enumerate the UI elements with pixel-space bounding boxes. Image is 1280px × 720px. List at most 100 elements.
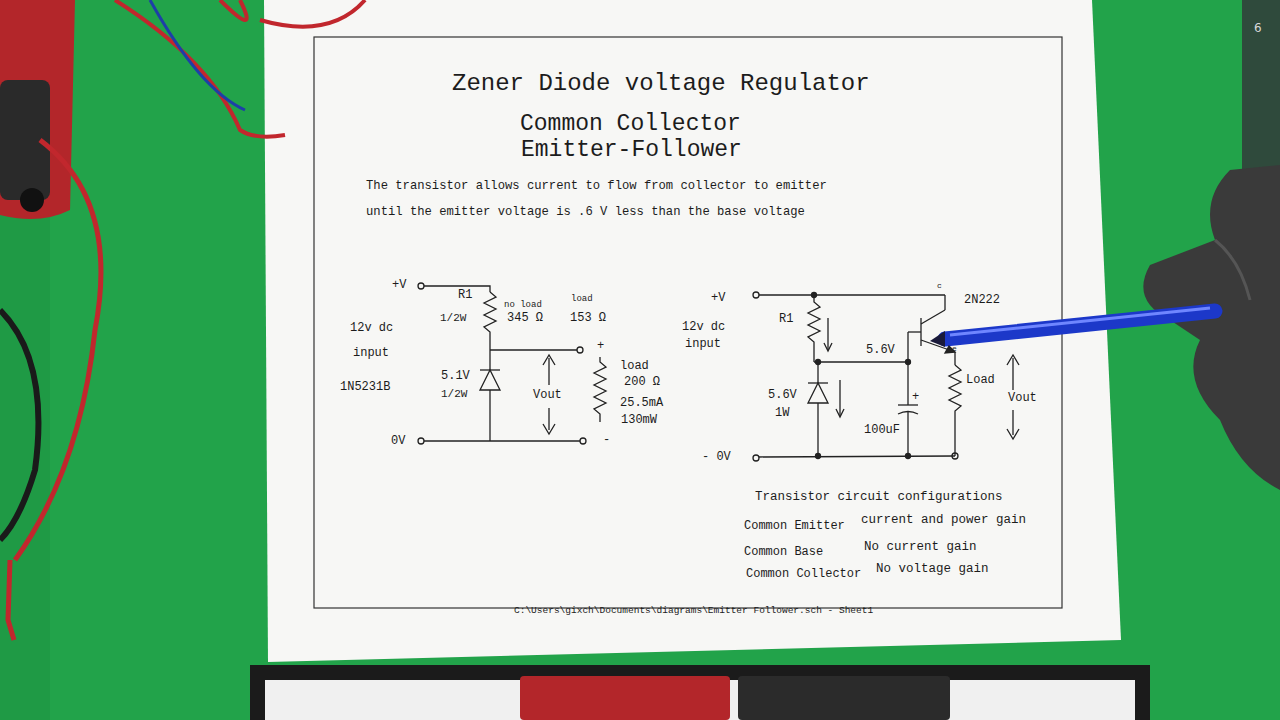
left-zener-schematic-part	[548, 358, 549, 385]
left-zener-schematic-part	[548, 408, 549, 430]
part-name: R1	[779, 313, 793, 327]
pointer-pen-part	[945, 311, 1215, 339]
condition-note: no load	[504, 300, 542, 310]
gloved-hand-part	[1143, 165, 1280, 490]
table-cell: Common Base	[744, 546, 823, 560]
left-zener-schematic-part	[424, 286, 490, 292]
emitter-follower-schematic-part	[906, 454, 911, 459]
emitter-follower-schematic-part	[759, 294, 945, 295]
part-rating: 1/2W	[441, 388, 467, 401]
emitter-follower-schematic-part	[1012, 358, 1013, 390]
pointer-pen-part	[950, 308, 1210, 335]
signal-name: Vout	[1008, 392, 1037, 406]
zener-voltage: 5.1V	[441, 370, 470, 384]
test-leads-part	[220, 0, 247, 20]
input-label: input	[685, 338, 721, 352]
emitter-follower-schematic-part	[814, 361, 908, 362]
file-path-caption: C:\Users\gixch\Documents\diagrams\Emitte…	[514, 606, 873, 617]
background-mat-part	[0, 0, 50, 720]
table-cell: No current gain	[864, 540, 977, 554]
emitter-follower-schematic-part	[952, 453, 958, 459]
emitter-follower-schematic-part	[753, 292, 759, 298]
emitter-follower-schematic	[753, 292, 1019, 461]
note-text: The transistor allows current to flow fr…	[366, 179, 827, 193]
multimeter	[0, 0, 75, 219]
emitter-follower-schematic-part	[817, 403, 818, 456]
gloved-hand	[1143, 165, 1280, 490]
left-zener-schematic-part	[490, 349, 577, 350]
drawing-frame-part	[314, 37, 1062, 608]
emitter-follower-schematic-part	[898, 404, 918, 405]
test-leads	[0, 0, 365, 640]
left-zener-schematic-part	[484, 292, 496, 350]
load-label: Load	[966, 374, 995, 388]
subtitle: Common Collector	[520, 111, 741, 137]
multimeter-part	[20, 188, 44, 212]
input-label: 12v dc	[682, 321, 725, 335]
emitter-follower-schematic-part	[817, 362, 818, 383]
left-zener-schematic-part	[489, 390, 490, 441]
capacitor-value: 100uF	[864, 424, 900, 438]
part-rating: 1W	[775, 407, 789, 421]
polarity-mark: -	[603, 434, 610, 448]
table-cell: Common Collector	[746, 568, 861, 582]
emitter-follower-schematic-part	[954, 352, 955, 365]
left-zener-schematic-part	[543, 355, 555, 365]
left-zener-schematic-part	[543, 424, 555, 434]
left-zener-schematic-part	[424, 440, 580, 441]
emitter-follower-schematic-part	[921, 310, 945, 324]
emitter-follower-schematic-part	[753, 455, 759, 461]
test-leads-part	[0, 310, 38, 540]
terminal-label: - 0V	[702, 451, 731, 465]
emitter-follower-schematic-part	[907, 412, 908, 456]
left-zener-schematic	[418, 283, 606, 444]
input-label: input	[353, 347, 389, 361]
transistor-name: 2N222	[964, 294, 1000, 308]
emitter-follower-schematic-part	[1007, 355, 1019, 365]
terminal-label: +V	[711, 292, 725, 306]
node-voltage: 5.6V	[866, 344, 895, 358]
left-zener-schematic-part	[480, 370, 500, 390]
condition-note: load	[571, 294, 593, 304]
emitter-follower-schematic-part	[808, 383, 828, 403]
subtitle: Emitter-Follower	[521, 137, 742, 163]
load-label: load	[620, 360, 649, 374]
bench-instrument-part	[520, 676, 730, 720]
table-cell: Common Emitter	[744, 520, 845, 534]
background-mat-part	[1242, 0, 1280, 180]
multimeter-part	[0, 0, 75, 219]
input-label: 12v dc	[350, 322, 393, 336]
resistor-value: 153 Ω	[570, 312, 606, 326]
emitter-follower-schematic-part	[908, 331, 921, 332]
terminal-label: 0V	[391, 435, 405, 449]
pin-letter: e	[952, 344, 957, 353]
part-number: 1N5231B	[340, 381, 390, 395]
bench-instrument-part	[250, 665, 1150, 720]
load-power: 130mW	[621, 414, 657, 428]
load-current: 25.5mA	[620, 397, 663, 411]
zener-voltage: 5.6V	[768, 389, 797, 403]
resistor-value: 345 Ω	[507, 312, 543, 326]
table-heading: Transistor circuit configurations	[755, 490, 1003, 504]
load-value: 200 Ω	[624, 376, 660, 390]
emitter-follower-schematic-part	[816, 454, 821, 459]
emitter-follower-schematic-part	[836, 409, 844, 417]
terminal-label: +V	[392, 279, 406, 293]
left-zener-schematic-part	[580, 438, 586, 444]
pin-letter: c	[937, 281, 942, 290]
table-cell: No voltage gain	[876, 562, 989, 576]
bench-instrument	[250, 665, 1150, 720]
mat-number: 6	[1254, 22, 1262, 36]
emitter-follower-schematic-part	[1007, 429, 1019, 439]
emitter-follower-schematic-part	[949, 365, 961, 456]
left-zener-schematic-part	[594, 357, 606, 422]
emitter-follower-schematic-part	[808, 295, 820, 362]
bench-instrument-part	[738, 676, 950, 720]
diagram-title: Zener Diode voltage Regulator	[452, 70, 870, 98]
left-zener-schematic-part	[489, 350, 490, 370]
note-text: until the emitter voltage is .6 V less t…	[366, 205, 805, 219]
signal-name: Vout	[533, 389, 562, 403]
